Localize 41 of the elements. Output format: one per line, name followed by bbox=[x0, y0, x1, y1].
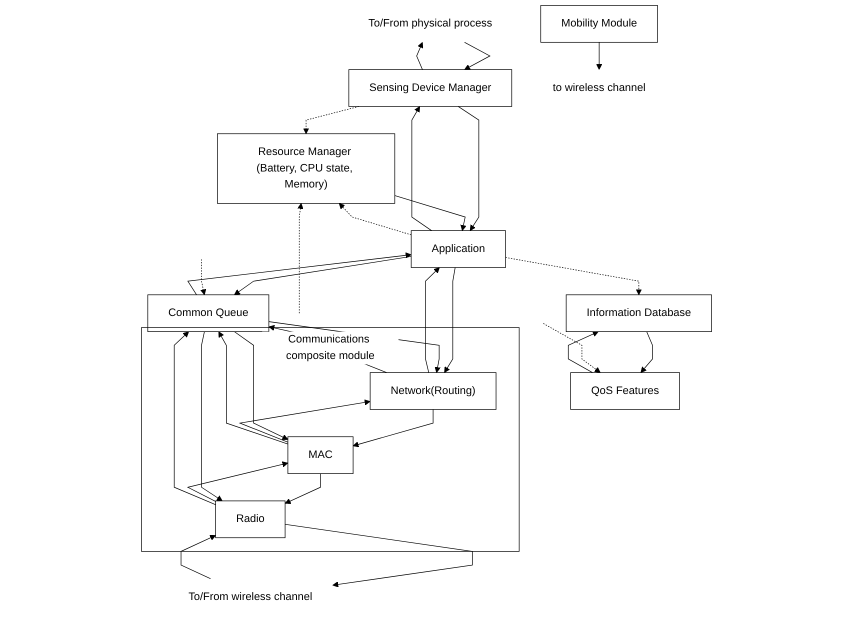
arrow bbox=[238, 399, 370, 443]
node-box: QoS Features bbox=[570, 372, 680, 410]
node-box: Mobility Module bbox=[540, 5, 658, 43]
node-text: to wireless channel bbox=[552, 82, 646, 94]
arrow bbox=[542, 323, 601, 373]
arrow bbox=[394, 195, 466, 231]
arrow bbox=[234, 331, 288, 440]
arrow bbox=[284, 524, 473, 588]
arrow bbox=[234, 256, 412, 296]
node-box: Sensing Device Manager bbox=[348, 69, 512, 107]
arrow bbox=[596, 42, 602, 70]
arrow bbox=[186, 461, 288, 502]
node-box: Application bbox=[410, 230, 506, 268]
node-box: Common Queue bbox=[147, 294, 270, 332]
node-box: MAC bbox=[288, 436, 354, 474]
arrow bbox=[505, 257, 642, 296]
arrow bbox=[425, 267, 440, 373]
arrow bbox=[568, 331, 599, 373]
arrow bbox=[458, 106, 480, 231]
node-box: Radio bbox=[215, 500, 286, 538]
arrow bbox=[200, 258, 206, 296]
arrow bbox=[338, 203, 412, 236]
arrow bbox=[201, 331, 223, 502]
arrow bbox=[444, 267, 456, 373]
arrow bbox=[303, 106, 360, 134]
arrow bbox=[412, 106, 432, 231]
arrow bbox=[297, 203, 304, 314]
arrow bbox=[416, 42, 424, 70]
node-box: Resource Manager (Battery, CPU state, Memory) bbox=[217, 133, 396, 204]
node-text: To/From wireless channel bbox=[188, 590, 312, 603]
arrow bbox=[464, 42, 491, 70]
node-box: Information Database bbox=[566, 294, 712, 332]
arrow bbox=[180, 534, 216, 580]
node-text: To/From physical process bbox=[368, 18, 492, 30]
arrow bbox=[640, 331, 653, 373]
node-box: Network(Routing) bbox=[370, 372, 496, 410]
arrow bbox=[352, 409, 434, 448]
arrow bbox=[284, 473, 321, 504]
arrow bbox=[174, 331, 216, 506]
arrow bbox=[187, 252, 412, 296]
arrow bbox=[218, 331, 288, 444]
